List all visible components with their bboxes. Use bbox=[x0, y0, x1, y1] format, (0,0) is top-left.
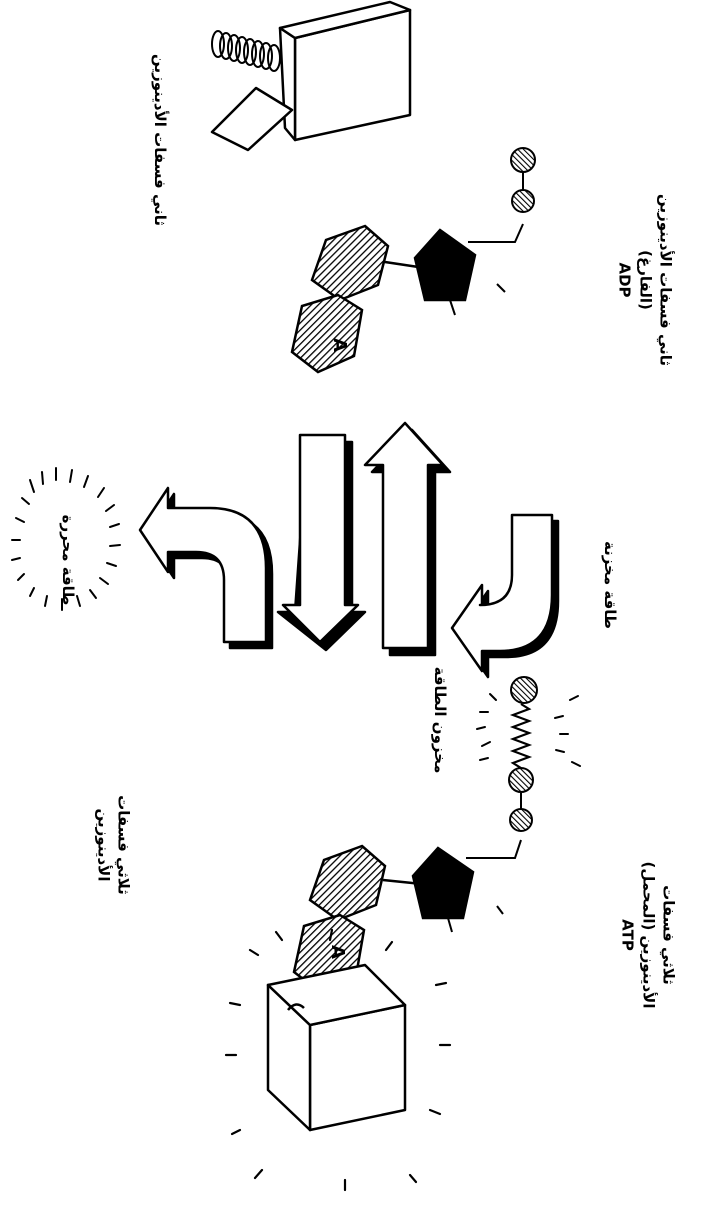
adenine-hexagon-icon bbox=[308, 844, 387, 922]
phosphate-circle-icon bbox=[508, 767, 534, 793]
glowing-box-icon bbox=[224, 928, 452, 1192]
adenine-hexagon-icon bbox=[310, 224, 390, 302]
ribose-pentagon-icon bbox=[411, 846, 475, 920]
adp-molecule: A bbox=[290, 147, 536, 374]
phosphate-circle-icon bbox=[509, 808, 533, 832]
ribose-pentagon-icon bbox=[413, 228, 477, 302]
energy-glow-icon bbox=[11, 467, 121, 611]
stored-energy-arrow-icon bbox=[450, 513, 560, 679]
phosphate-circle-icon bbox=[510, 676, 538, 704]
adenine-letter: A bbox=[329, 338, 350, 352]
phosphate-circle-icon bbox=[511, 189, 535, 213]
up-arrow-icon bbox=[363, 421, 452, 657]
released-energy-arrow-icon bbox=[138, 486, 274, 650]
adenine-hexagon-icon bbox=[290, 293, 364, 374]
energy-spring-icon bbox=[509, 703, 533, 769]
energy-glow-icon bbox=[476, 693, 581, 767]
spring-box-icon bbox=[210, 0, 412, 152]
down-arrow-icon bbox=[276, 433, 367, 652]
spring-coil-icon bbox=[211, 30, 281, 72]
phosphate-circle-icon bbox=[510, 147, 536, 173]
adenine-letter: A bbox=[327, 945, 348, 959]
